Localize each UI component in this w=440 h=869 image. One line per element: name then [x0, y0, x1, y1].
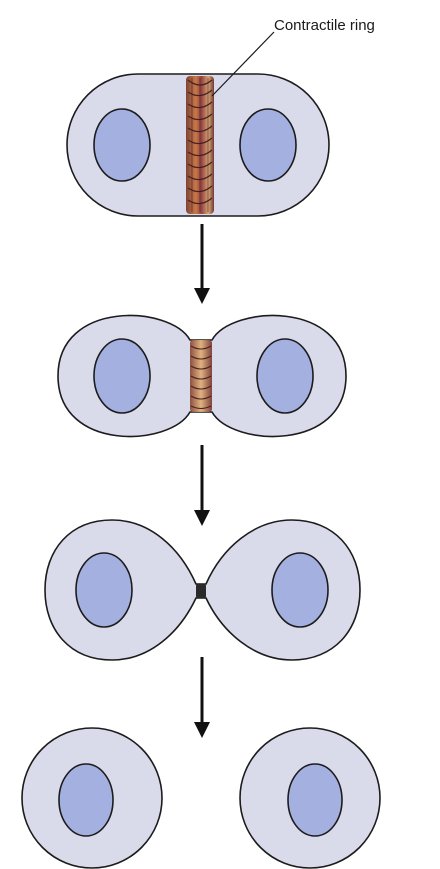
- stage-2-left-nucleus: [94, 339, 150, 413]
- stage-1-contractile-ring: [186, 76, 214, 214]
- arrow-down-icon: [194, 657, 210, 738]
- stage-2-right-nucleus: [257, 339, 313, 413]
- arrow-down-icon: [194, 224, 210, 304]
- stage-1-cell: [67, 74, 329, 216]
- arrow-down-icon: [194, 445, 210, 526]
- stage-2-contractile-ring: [190, 340, 212, 412]
- contractile-ring-label: Contractile ring: [274, 17, 375, 34]
- stage-3-right-nucleus: [272, 553, 328, 627]
- stage-3-cell: [45, 520, 360, 660]
- stage-3-left-nucleus: [76, 553, 132, 627]
- stage-3-midbody: [196, 584, 206, 598]
- stage-2-cell: [58, 316, 346, 437]
- stage-1-right-nucleus: [240, 109, 296, 181]
- stage-4-right-nucleus: [288, 764, 342, 836]
- stage-1-left-nucleus: [94, 109, 150, 181]
- stage-4-left-nucleus: [59, 764, 113, 836]
- stage-4-cells: [22, 728, 380, 868]
